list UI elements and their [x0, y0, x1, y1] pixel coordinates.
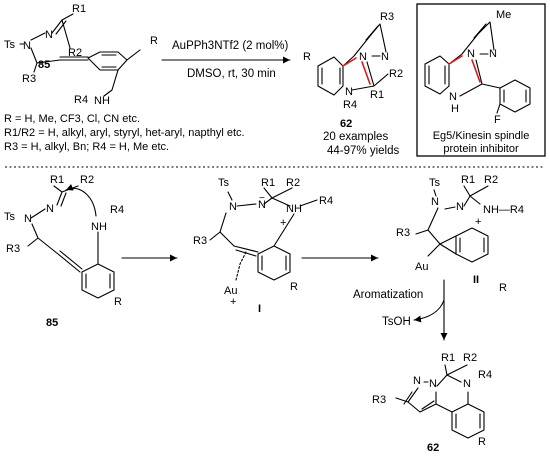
r-label: R: [114, 296, 122, 308]
product-62-top: R R3 N N R2 R1 N R4 62: [303, 11, 403, 130]
n-label: N: [413, 375, 421, 387]
substituent-line-r3r4: R3 = H, alkyl, Bn; R4 = H, Me etc.: [4, 141, 169, 153]
me-label: Me: [496, 9, 511, 21]
intermediate-I-label: I: [258, 303, 261, 315]
ts-label: Ts: [429, 177, 441, 189]
r-label: R: [150, 35, 158, 47]
compound-85-label: 85: [46, 317, 58, 329]
reagent-label: AuPPh3NTf2 (2 mol%): [172, 40, 288, 52]
ts-label: Ts: [4, 39, 16, 51]
minus-charge: −: [259, 193, 265, 204]
r2-label: R2: [463, 352, 477, 364]
r3-label: R3: [22, 73, 36, 85]
compound-85-label: 85: [38, 59, 50, 71]
r2-label: R2: [80, 174, 94, 186]
au-label: Au: [415, 261, 428, 273]
r4-label: R4: [319, 195, 333, 207]
substituent-line-r: R = H, Me, CF3, Cl, CN etc.: [4, 113, 140, 125]
r1-label: R1: [461, 174, 475, 186]
n-label: N: [467, 48, 475, 60]
nh-r4-label: NH—R4: [483, 204, 524, 216]
start-material-top: Ts N N 85 R1 R2 R3 R4 NH R: [4, 3, 158, 107]
intermediate-II: Ts N N R1 R2 NH—R4 + R3 Au II R: [396, 174, 524, 294]
r-label: R: [478, 436, 486, 448]
au-label: Au: [224, 285, 237, 297]
n-label: N: [45, 29, 53, 41]
n-label: N: [489, 48, 497, 60]
r1-label: R1: [72, 3, 86, 15]
intermediate-I: Ts N N − R1 R2 NH + R4 R3 Au + I R: [193, 177, 333, 315]
r3-label: R3: [396, 227, 410, 239]
examples-label: 20 examples: [323, 131, 388, 143]
n-label: N: [258, 199, 266, 211]
tsoh-label: TsOH: [382, 316, 411, 328]
byproduct-arrow: [413, 299, 445, 323]
conditions-label: DMSO, rt, 30 min: [187, 68, 276, 80]
f-label: F: [494, 114, 501, 126]
n-label: N: [381, 51, 389, 63]
r4-label: R4: [478, 369, 492, 381]
plus-charge: +: [280, 217, 286, 229]
nh-label: NH: [91, 221, 107, 233]
n-label: N: [429, 378, 437, 390]
r1-label: R1: [370, 89, 384, 101]
plus-charge: +: [230, 296, 236, 308]
r3-label: R3: [193, 235, 207, 247]
r2-label: R2: [484, 174, 498, 186]
r1-label: R1: [50, 174, 64, 186]
r1-label: R1: [261, 177, 275, 189]
n-label: N: [24, 213, 32, 225]
ts-label: Ts: [4, 211, 16, 223]
r3-label: R3: [380, 11, 394, 23]
mechanism-start-85: R1 R2 Ts N N R3 R4 NH R 85: [4, 174, 124, 329]
r4-label: R4: [110, 204, 124, 216]
substituent-line-r1r2: R1/R2 = H, alkyl, aryl, styryl, het-aryl…: [4, 127, 245, 139]
compound-62-label: 62: [427, 442, 439, 454]
inhibitor-caption-line2: protein inhibitor: [443, 143, 519, 155]
r2-label: R2: [286, 177, 300, 189]
n-label: N: [463, 378, 471, 390]
r2-label: R2: [389, 68, 403, 80]
r4-label: R4: [74, 94, 88, 106]
r1-label: R1: [441, 352, 455, 364]
intermediate-II-label: II: [473, 274, 479, 286]
r2-label: R2: [68, 47, 82, 59]
n-label: N: [229, 201, 237, 213]
product-62-bottom: R1 R2 N N N R4 R3 62 R: [372, 352, 492, 454]
h-label: H: [451, 103, 459, 115]
r-label: R: [290, 281, 298, 293]
r3-label: R3: [6, 243, 20, 255]
ts-label: Ts: [218, 177, 230, 189]
inhibitor-caption-line1: Eg5/Kinesin spindle: [433, 130, 530, 142]
compound-62-label: 62: [340, 118, 352, 130]
nh-label: NH: [94, 95, 110, 107]
aromatization-label: Aromatization: [353, 289, 423, 301]
r3-label: R3: [372, 394, 386, 406]
n-label: N: [359, 51, 367, 63]
inhibitor-box: Me N N N H F Eg5/Kinesin spindle protein…: [416, 3, 546, 157]
r-label: R: [303, 51, 311, 63]
n-label: N: [46, 203, 54, 215]
n-label: N: [449, 91, 457, 103]
n-label: N: [456, 201, 464, 213]
n-label: N: [345, 86, 353, 98]
plus-charge: +: [475, 216, 481, 228]
n-label: N: [431, 196, 439, 208]
yields-label: 44-97% yields: [327, 145, 399, 157]
r4-label: R4: [343, 99, 357, 111]
n-label: N: [23, 40, 31, 52]
r-label: R: [499, 282, 507, 294]
